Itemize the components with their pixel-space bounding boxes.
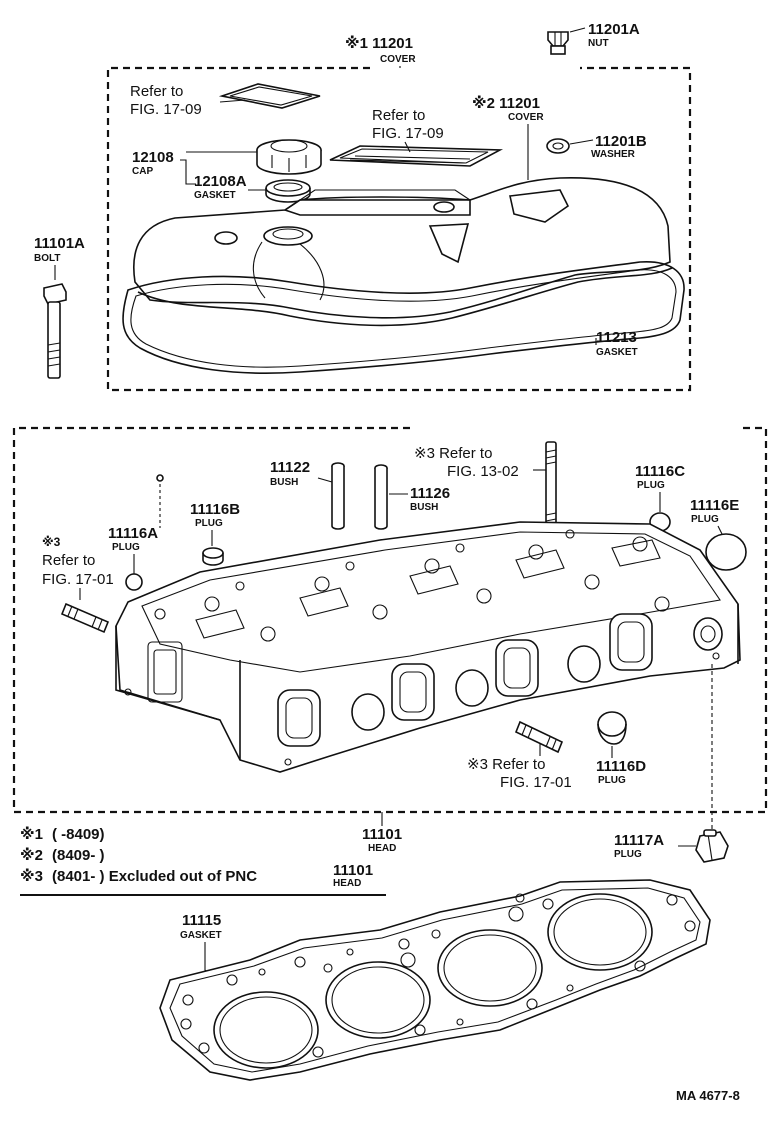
oil-filler-cap — [256, 139, 322, 175]
nut-11201a — [547, 31, 569, 55]
callout-11213-number: 11213 — [596, 329, 637, 346]
callout-11115-caption: GASKET — [180, 930, 222, 941]
washer-11201b — [546, 138, 570, 154]
legend-pnc-caption: HEAD — [333, 878, 361, 889]
ref-a-line2: FIG. 17-09 — [130, 101, 202, 118]
callout-11116e-number: 11116E — [690, 497, 739, 514]
figure-id: MA 4677-8 — [676, 1088, 740, 1103]
callout-12108a-number: 12108A — [194, 173, 247, 190]
ref-d-line1: Refer to — [42, 552, 95, 569]
callout-11201a-caption: NUT — [588, 38, 609, 49]
callout-11116a-number: 11116A — [108, 525, 158, 542]
callout-11116c-caption: PLUG — [637, 480, 665, 491]
ref-a-line1: Refer to — [130, 83, 183, 100]
callout-11115-number: 11115 — [182, 912, 221, 929]
breather-plate — [329, 145, 504, 167]
cover-group: ※1 11201 COVER 11201A NUT Refer to FIG. … — [106, 21, 692, 392]
callout-11116e-caption: PLUG — [691, 514, 719, 525]
callout-12108-number: 12108 — [132, 149, 174, 166]
callout-11201-cover-caption: COVER — [380, 54, 416, 65]
callout-12108a-caption: GASKET — [194, 190, 236, 201]
callout-11201-cover-number: ※1 11201 — [345, 34, 413, 52]
valve-cover — [133, 177, 673, 327]
oil-filler-gasket — [265, 179, 311, 203]
callout-11116b-caption: PLUG — [195, 518, 223, 529]
stud-1701-left — [60, 602, 110, 634]
legend-pnc-number: 11101 — [333, 862, 373, 879]
drain-plug-11117a — [695, 829, 729, 863]
callout-11122-number: 11122 — [270, 459, 310, 476]
legend-text-3: (8401- ) Excluded out of PNC — [52, 868, 257, 885]
callout-11116b-number: 11116B — [190, 501, 240, 518]
plug-11116b — [202, 547, 224, 566]
callout-11101-number: 11101 — [362, 826, 402, 843]
callout-11101a-caption: BOLT — [34, 253, 60, 264]
bolt-11101a — [43, 265, 67, 379]
legend-text-1: ( -8409) — [52, 826, 105, 843]
ref-e-line2: FIG. 17-01 — [500, 774, 572, 791]
callout-11126-caption: BUSH — [410, 502, 438, 513]
bush-11126 — [374, 464, 388, 530]
callout-12108-caption: CAP — [132, 166, 153, 177]
ref-b-line2: FIG. 17-09 — [372, 125, 444, 142]
bush-11122 — [331, 462, 345, 530]
callout-11116c-number: 11116C — [635, 463, 685, 480]
callout-11213-caption: GASKET — [596, 347, 638, 358]
legend-mark-2: ※2 — [20, 846, 43, 864]
cover-group-frame — [106, 66, 692, 392]
callout-11117a-caption: PLUG — [614, 849, 642, 860]
cover-gasket-11213 — [122, 261, 685, 374]
ref-e-line1: ※3 Refer to — [467, 756, 545, 773]
vent-gasket-small — [218, 83, 321, 109]
ref-c-line1: ※3 Refer to — [414, 445, 492, 462]
ref-b-line1: Refer to — [372, 107, 425, 124]
callout-11122-caption: BUSH — [270, 477, 298, 488]
legend: ※1 ( -8409) ※2 (8409- ) ※3 (8401- ) Excl… — [20, 825, 386, 896]
head-gasket-11115 — [159, 879, 711, 1081]
plug-11116d — [597, 711, 627, 745]
cylinder-head — [115, 521, 741, 773]
callout-11126-number: 11126 — [410, 485, 450, 502]
callout-11116d-caption: PLUG — [598, 775, 626, 786]
head-group: ※3 Refer to FIG. 13-02 11122 BUSH 11126 … — [12, 426, 768, 840]
callout-11201b-number: 11201B — [595, 133, 647, 150]
legend-text-2: (8409- ) — [52, 847, 105, 864]
legend-mark-3: ※3 — [20, 867, 43, 885]
stud-1701-right — [514, 720, 564, 754]
callout-11101a-number: 11101A — [34, 235, 85, 252]
plug-11116a-pin — [156, 474, 164, 482]
ref-c-line2: FIG. 13-02 — [447, 463, 519, 480]
callout-11101-caption: HEAD — [368, 843, 396, 854]
ref-d-mark: ※3 — [42, 535, 61, 549]
ref-d-line2: FIG. 17-01 — [42, 571, 114, 588]
legend-mark-1: ※1 — [20, 825, 43, 843]
callout-11201-cover2-number: ※2 11201 — [472, 94, 540, 112]
callout-11201a-number: 11201A — [588, 21, 640, 38]
plug-11116e — [705, 533, 747, 571]
callout-11116d-number: 11116D — [596, 758, 646, 775]
callout-11201b-caption: WASHER — [591, 149, 636, 160]
plug-11116a — [125, 573, 143, 591]
head-group-frame — [12, 426, 768, 814]
callout-11201-cover2-caption: COVER — [508, 112, 544, 123]
callout-11116a-caption: PLUG — [112, 542, 140, 553]
callout-11117a-number: 11117A — [614, 832, 664, 849]
